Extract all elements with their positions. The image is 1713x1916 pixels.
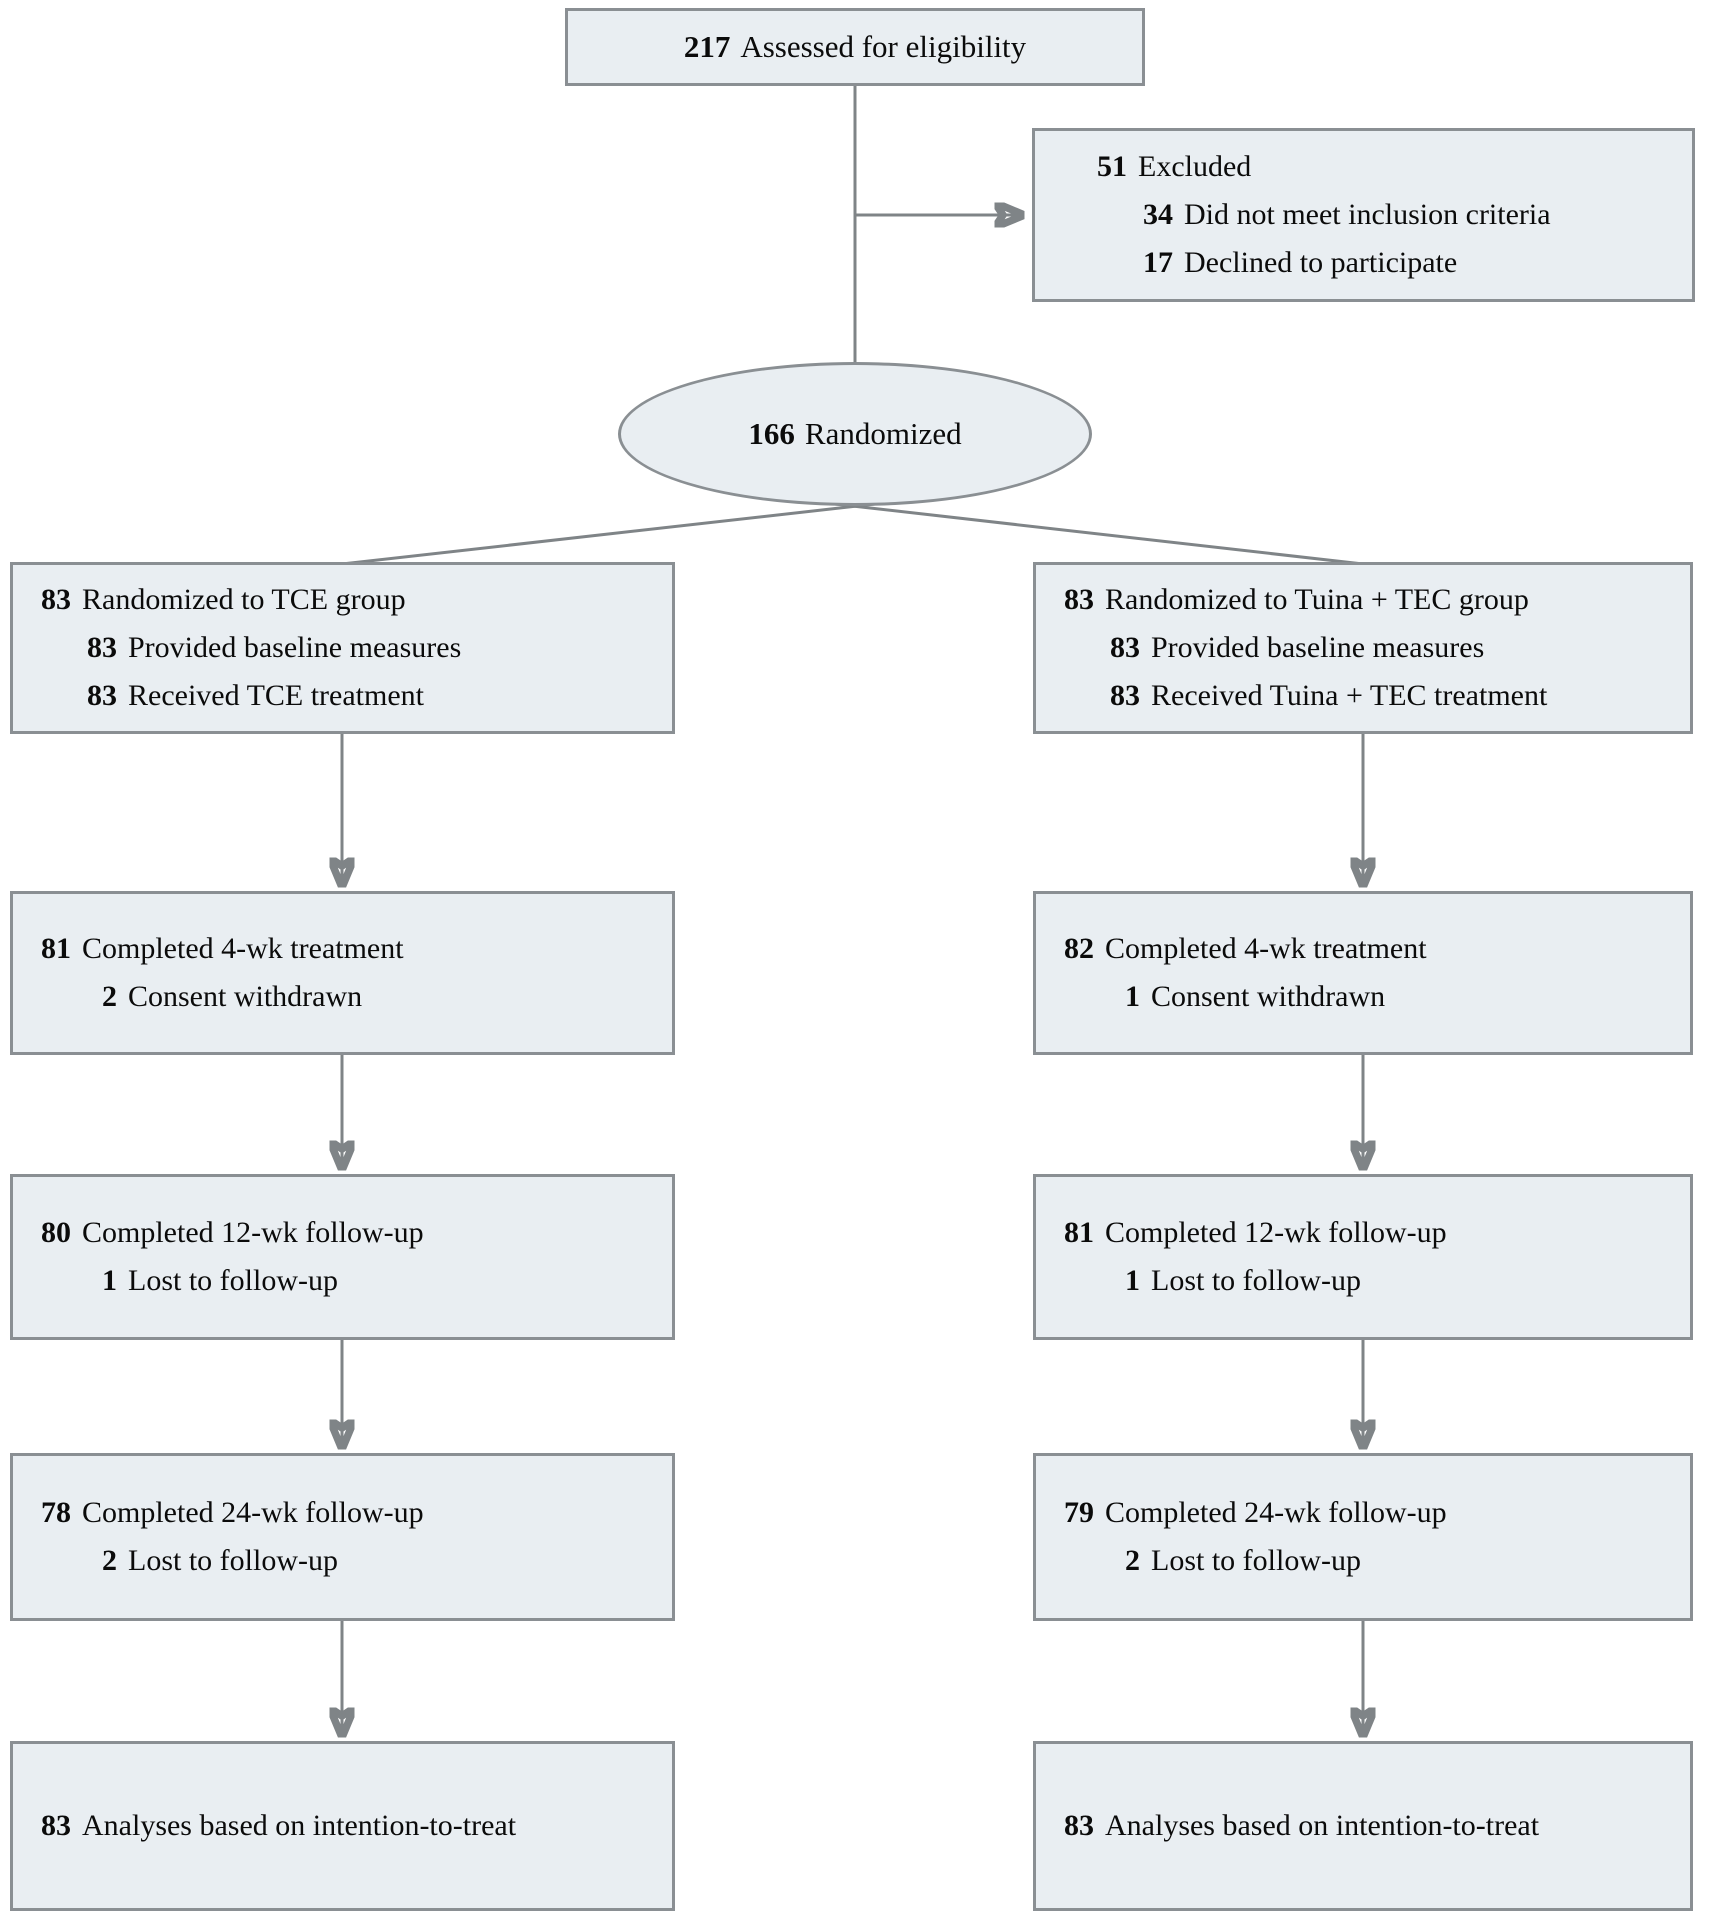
flow-line: 34 Did not meet inclusion criteria xyxy=(1081,191,1692,239)
label: Analyses based on intention-to-treat xyxy=(1105,1809,1540,1842)
label: Received TCE treatment xyxy=(128,679,425,712)
flow-line: 2 Lost to follow-up xyxy=(1048,1537,1690,1585)
flow-line: 83 Randomized to Tuina + TEC group xyxy=(1048,576,1690,624)
tce-4wk-treatment-box: 81 Completed 4-wk treatment 2 Consent withd… xyxy=(10,891,675,1055)
tce-analysis-box: 83 Analyses based on intention-to-treat xyxy=(10,1741,675,1911)
label: Completed 4-wk treatment xyxy=(1105,932,1427,965)
count: 1 xyxy=(1125,1264,1140,1297)
label: Completed 24-wk follow-up xyxy=(82,1496,424,1529)
label: Lost to follow-up xyxy=(1151,1544,1361,1577)
flow-line: 217 Assessed for eligibility xyxy=(684,23,1026,71)
flow-line: 2 Consent withdrawn xyxy=(25,973,672,1021)
label: Did not meet inclusion criteria xyxy=(1184,198,1551,231)
flow-line: 1 Lost to follow-up xyxy=(25,1257,672,1305)
excluded-box: 51 Excluded 34 Did not meet inclusion crite… xyxy=(1032,128,1695,302)
label: Consent withdrawn xyxy=(128,980,363,1013)
label: Lost to follow-up xyxy=(128,1264,338,1297)
label: Completed 12-wk follow-up xyxy=(82,1216,424,1249)
flow-line: 83 Received Tuina + TEC treatment xyxy=(1048,672,1690,720)
assessed-box: 217 Assessed for eligibility xyxy=(565,8,1145,86)
count: 2 xyxy=(102,980,117,1013)
tuina-tec-24wk-followup-box: 79 Completed 24-wk follow-up 2 Lost to foll… xyxy=(1033,1453,1693,1621)
count: 2 xyxy=(1125,1544,1140,1577)
label: Provided baseline measures xyxy=(1151,631,1485,664)
count: 81 xyxy=(41,932,71,965)
count: 51 xyxy=(1097,150,1127,183)
diagonal-to-right-group xyxy=(825,501,1364,566)
label: Randomized to TCE group xyxy=(82,583,406,616)
count: 1 xyxy=(1125,980,1140,1013)
count: 83 xyxy=(87,631,117,664)
count: 166 xyxy=(748,416,795,451)
flow-line: 1 Consent withdrawn xyxy=(1048,973,1690,1021)
label: Lost to follow-up xyxy=(128,1544,338,1577)
count: 17 xyxy=(1143,246,1173,279)
flow-line: 81 Completed 12-wk follow-up xyxy=(1048,1209,1690,1257)
label: Excluded xyxy=(1138,150,1252,183)
flow-line: 83 Received TCE treatment xyxy=(25,672,672,720)
label: Completed 24-wk follow-up xyxy=(1105,1496,1447,1529)
count: 1 xyxy=(102,1264,117,1297)
flow-line: 2 Lost to follow-up xyxy=(25,1537,672,1585)
count: 217 xyxy=(683,29,731,64)
tce-24wk-followup-box: 78 Completed 24-wk follow-up 2 Lost to foll… xyxy=(10,1453,675,1621)
count: 81 xyxy=(1064,1216,1094,1249)
count: 83 xyxy=(1064,583,1094,616)
count: 79 xyxy=(1064,1496,1094,1529)
tuina-tec-4wk-treatment-box: 82 Completed 4-wk treatment 1 Consent withd… xyxy=(1033,891,1693,1055)
tuina-tec-analysis-box: 83 Analyses based on intention-to-treat xyxy=(1033,1741,1693,1911)
label: Assessed for eligibility xyxy=(740,29,1027,64)
flow-line: 17 Declined to participate xyxy=(1081,239,1692,287)
diagonal-to-left-group xyxy=(341,501,885,566)
label: Analyses based on intention-to-treat xyxy=(82,1809,517,1842)
count: 83 xyxy=(41,583,71,616)
count: 83 xyxy=(87,679,117,712)
flow-line: 80 Completed 12-wk follow-up xyxy=(25,1209,672,1257)
count: 34 xyxy=(1143,198,1173,231)
count: 83 xyxy=(1110,679,1140,712)
count: 78 xyxy=(41,1496,71,1529)
count: 2 xyxy=(102,1544,117,1577)
label: Provided baseline measures xyxy=(128,631,462,664)
count: 83 xyxy=(1110,631,1140,664)
flow-line: 78 Completed 24-wk follow-up xyxy=(25,1489,672,1537)
flow-line: 81 Completed 4-wk treatment xyxy=(25,925,672,973)
label: Randomized xyxy=(804,416,962,451)
count: 80 xyxy=(41,1216,71,1249)
flow-line: 51 Excluded xyxy=(1081,143,1692,191)
flow-line: 83 Provided baseline measures xyxy=(25,624,672,672)
flow-line: 83 Provided baseline measures xyxy=(1048,624,1690,672)
label: Declined to participate xyxy=(1184,246,1458,279)
tuina-tec-12wk-followup-box: 81 Completed 12-wk follow-up 1 Lost to foll… xyxy=(1033,1174,1693,1340)
flow-line: 83 Analyses based on intention-to-treat xyxy=(1048,1802,1690,1850)
flow-line: 83 Randomized to TCE group xyxy=(25,576,672,624)
flow-line: 82 Completed 4-wk treatment xyxy=(1048,925,1690,973)
tce-12wk-followup-box: 80 Completed 12-wk follow-up 1 Lost to foll… xyxy=(10,1174,675,1340)
count: 82 xyxy=(1064,932,1094,965)
label: Completed 12-wk follow-up xyxy=(1105,1216,1447,1249)
label: Lost to follow-up xyxy=(1151,1264,1361,1297)
label: Consent withdrawn xyxy=(1151,980,1386,1013)
label: Completed 4-wk treatment xyxy=(82,932,404,965)
flow-line: 83 Analyses based on intention-to-treat xyxy=(25,1802,672,1850)
flow-line: 79 Completed 24-wk follow-up xyxy=(1048,1489,1690,1537)
count: 83 xyxy=(41,1809,71,1842)
randomized-ellipse: 166 Randomized xyxy=(618,362,1092,506)
label: Received Tuina + TEC treatment xyxy=(1151,679,1548,712)
label: Randomized to Tuina + TEC group xyxy=(1105,583,1529,616)
count: 83 xyxy=(1064,1809,1094,1842)
flow-line: 1 Lost to follow-up xyxy=(1048,1257,1690,1305)
flow-line: 166 Randomized xyxy=(748,410,961,458)
